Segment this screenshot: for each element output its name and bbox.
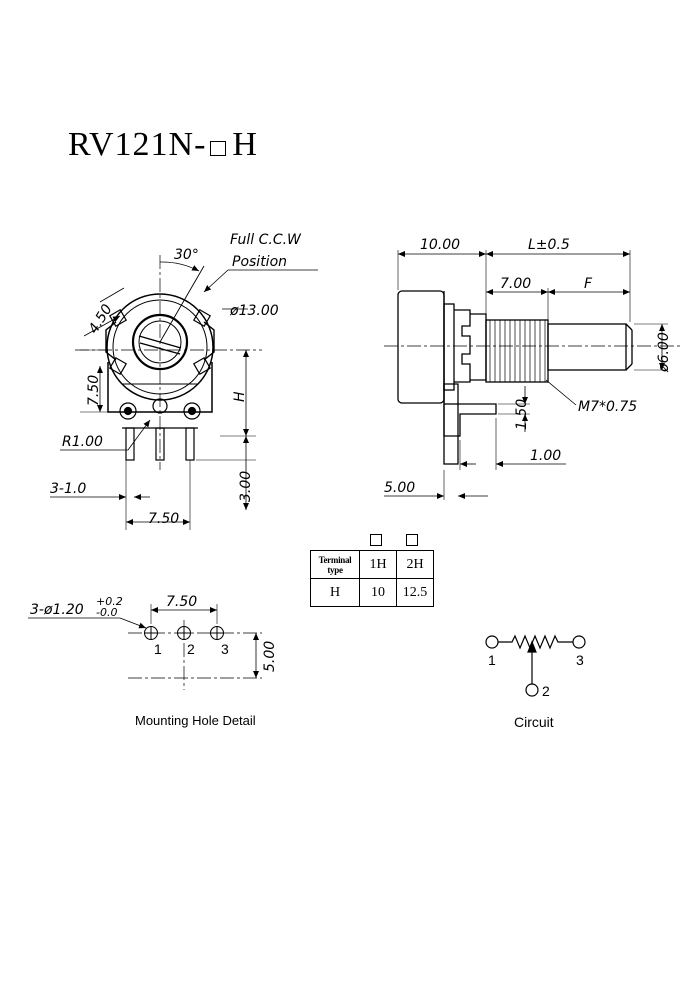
circuit-terminal-1	[485, 635, 499, 649]
table-cell-2h-value: 12.5	[396, 578, 434, 607]
table-header-terminal-type: Terminal type	[310, 550, 360, 579]
ccw-label-line1: Full C.C.W	[230, 232, 302, 248]
dim-7-50-horizontal: 7.50	[148, 511, 179, 527]
title-suffix: H	[232, 126, 258, 163]
dim-7-00: 7.00	[500, 276, 531, 292]
row-dim: 5.00	[262, 641, 278, 672]
variant-placeholder-box	[210, 141, 227, 156]
dim-1-50: 1.50	[514, 399, 530, 430]
side-view	[384, 250, 680, 500]
thread-dim: M7*0.75	[578, 399, 637, 415]
tol-plus: +0.2	[96, 595, 123, 608]
tol-minus: -0.0	[96, 606, 117, 619]
circuit-symbol	[485, 634, 586, 697]
angle-label: 30°	[174, 247, 199, 263]
mount-pin-1: 1	[154, 641, 162, 657]
circuit-terminal-2	[525, 683, 539, 697]
table-row-h-label: H	[310, 578, 360, 607]
ccw-label-line2: Position	[232, 254, 287, 270]
title-prefix: RV121N-	[68, 126, 207, 163]
dim-3-00: 3.00	[238, 471, 254, 502]
dim-5-00: 5.00	[384, 480, 415, 496]
shaft-diameter-dim: ø6.00	[656, 332, 672, 373]
table-col-1h: 1H	[359, 550, 397, 579]
circuit-terminal-3	[572, 635, 586, 649]
dim-10-00: 10.00	[420, 237, 460, 253]
pitch-dim: 7.50	[166, 594, 197, 610]
mounting-hole-detail	[28, 604, 262, 690]
pin-width-dim: 3-1.0	[50, 481, 86, 497]
table-col-2h: 2H	[396, 550, 434, 579]
circuit-pin-3: 3	[576, 652, 584, 668]
dim-f: F	[584, 276, 593, 292]
dim-7-50-vertical: 7.50	[86, 375, 102, 406]
resistor-zigzag	[498, 634, 573, 650]
circuit-caption: Circuit	[514, 714, 554, 730]
type-checkbox-1h	[370, 534, 382, 546]
circuit-pin-1: 1	[488, 652, 496, 668]
diameter-dim: ø13.00	[229, 303, 279, 319]
circuit-pin-2: 2	[542, 683, 550, 699]
shaft-side	[547, 323, 627, 371]
type-checkbox-2h	[406, 534, 418, 546]
dim-1-00: 1.00	[530, 448, 561, 464]
shaft	[131, 313, 189, 371]
mounting-caption: Mounting Hole Detail	[135, 713, 256, 728]
dim-h: H	[232, 391, 248, 402]
radius-dim: R1.00	[62, 434, 103, 450]
mount-pin-2: 2	[187, 641, 195, 657]
dim-l: L±0.5	[528, 237, 570, 253]
body-outline	[106, 293, 214, 401]
mount-pin-3: 3	[221, 641, 229, 657]
terminal-type-table: Terminal type 1H 2H H 10 12.5	[310, 550, 434, 607]
holes-dim: 3-ø1.20	[30, 602, 84, 618]
front-view	[50, 255, 318, 530]
part-number-title: RV121N- H	[68, 126, 258, 164]
table-cell-1h-value: 10	[359, 578, 397, 607]
housing	[397, 290, 445, 404]
